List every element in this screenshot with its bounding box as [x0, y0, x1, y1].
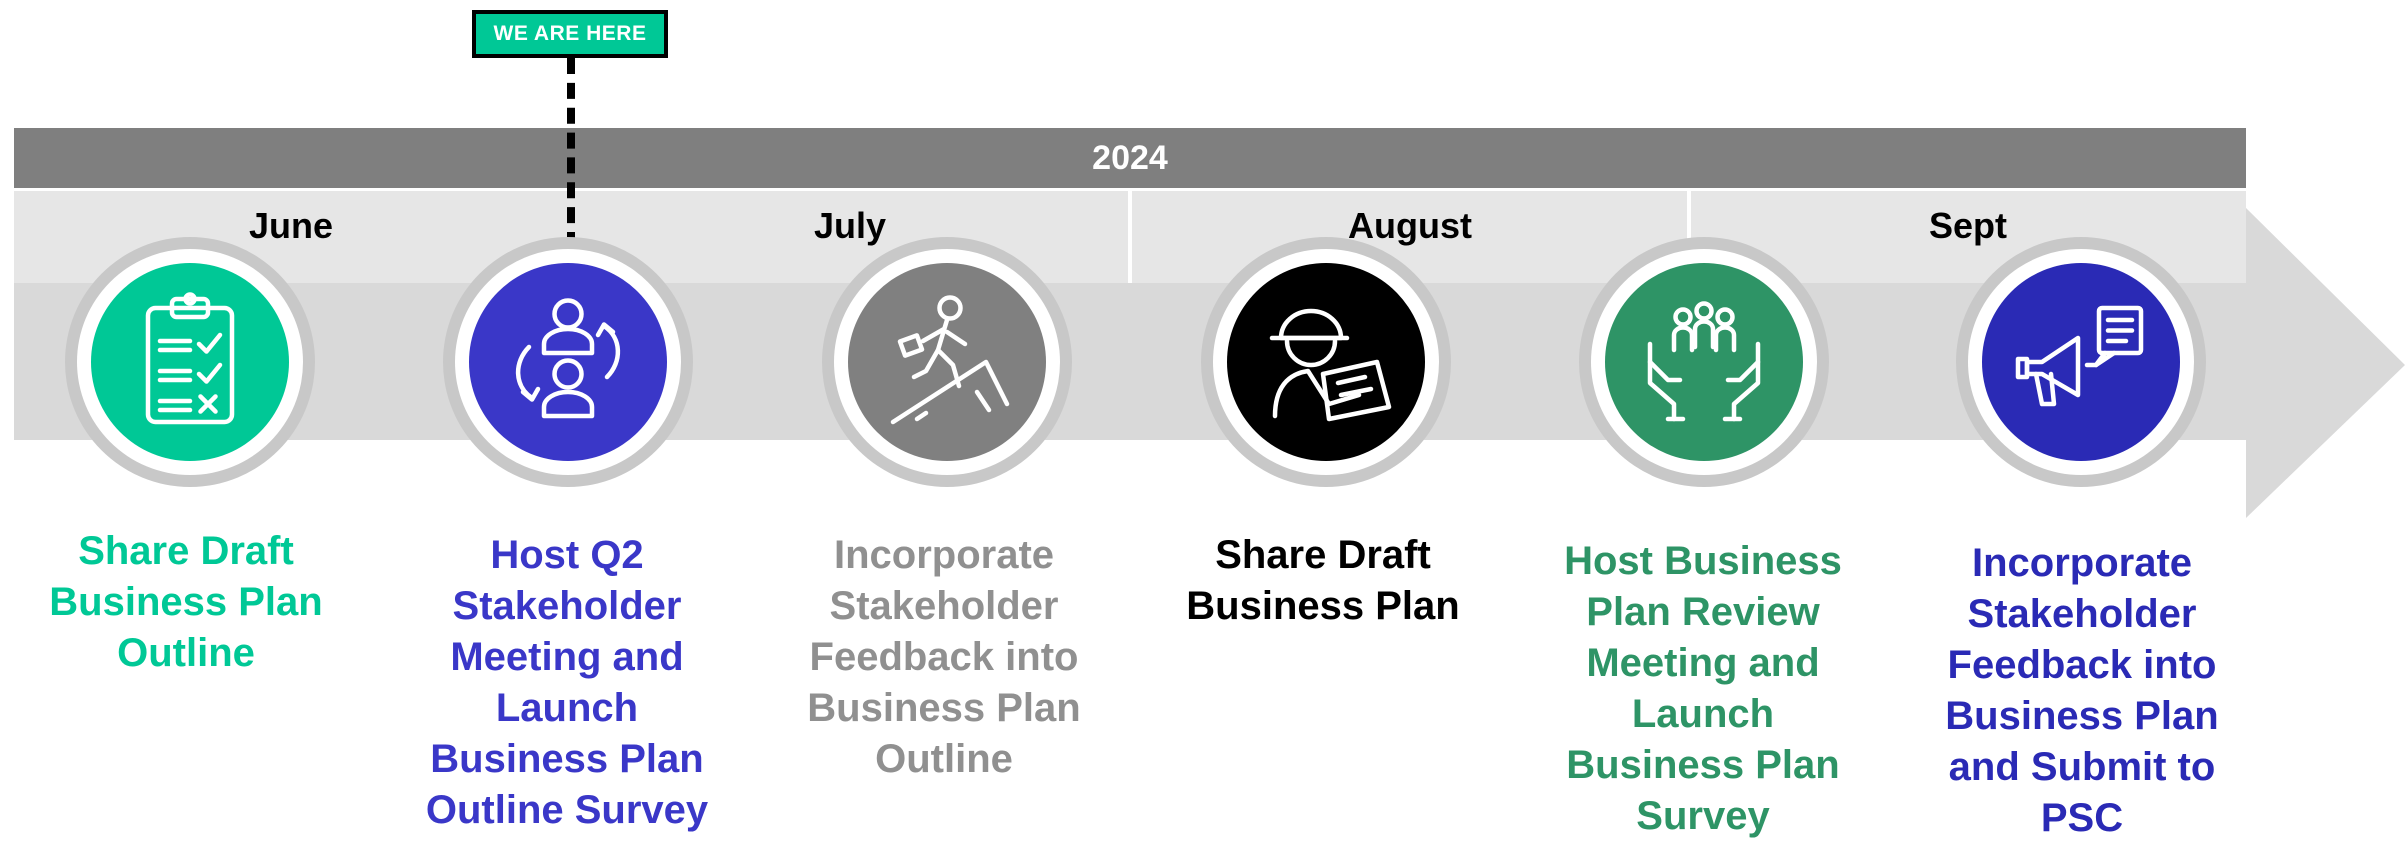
milestone-6-disc: [1982, 263, 2180, 461]
month-july: July: [813, 205, 887, 246]
year-label: 2024: [1092, 138, 1168, 177]
milestone-4: [1201, 237, 1451, 487]
milestone-2: [443, 237, 693, 487]
milestone-4-disc: [1227, 263, 1425, 461]
milestone-1-disc: [91, 263, 289, 461]
milestone-4-caption: Share Draft Business Plan: [1186, 533, 1460, 628]
milestone-6: [1956, 237, 2206, 487]
marker-dashed-line: [567, 58, 575, 248]
milestone-3-caption: Incorporate Stakeholder Feedback into Bu…: [807, 533, 1081, 781]
year-bar: 2024: [14, 128, 2246, 188]
month-row: June July August Sept: [14, 191, 2246, 283]
climbing-person-icon: [890, 295, 1010, 425]
milestone-2-caption: Host Q2 Stakeholder Meeting and Launch B…: [425, 533, 709, 832]
month-sept: Sept: [1928, 205, 2008, 246]
milestone-1-caption: Share Draft Business Plan Outline: [49, 529, 323, 675]
people-exchange-icon: [515, 298, 621, 419]
we-are-here-marker: WE ARE HERE: [472, 10, 668, 58]
milestone-5-caption: Host Business Plan Review Meeting and La…: [1564, 539, 1842, 838]
month-june: June: [248, 205, 334, 246]
hands-with-people-icon: [1647, 301, 1761, 422]
month-august: August: [1348, 205, 1472, 246]
milestone-1: [65, 237, 315, 487]
month-divider: [1128, 191, 1132, 283]
megaphone-icon: [2015, 305, 2144, 407]
marker-label: WE ARE HERE: [493, 22, 647, 45]
milestone-2-disc: [469, 263, 667, 461]
engineer-drafting-icon: [1269, 308, 1392, 422]
milestone-3-disc: [848, 263, 1046, 461]
milestone-6-caption: Incorporate Stakeholder Feedback into Bu…: [1945, 541, 2219, 840]
milestone-5: [1579, 237, 1829, 487]
milestone-3: [822, 237, 1072, 487]
milestone-5-disc: [1605, 263, 1803, 461]
checklist-icon: [145, 292, 235, 425]
